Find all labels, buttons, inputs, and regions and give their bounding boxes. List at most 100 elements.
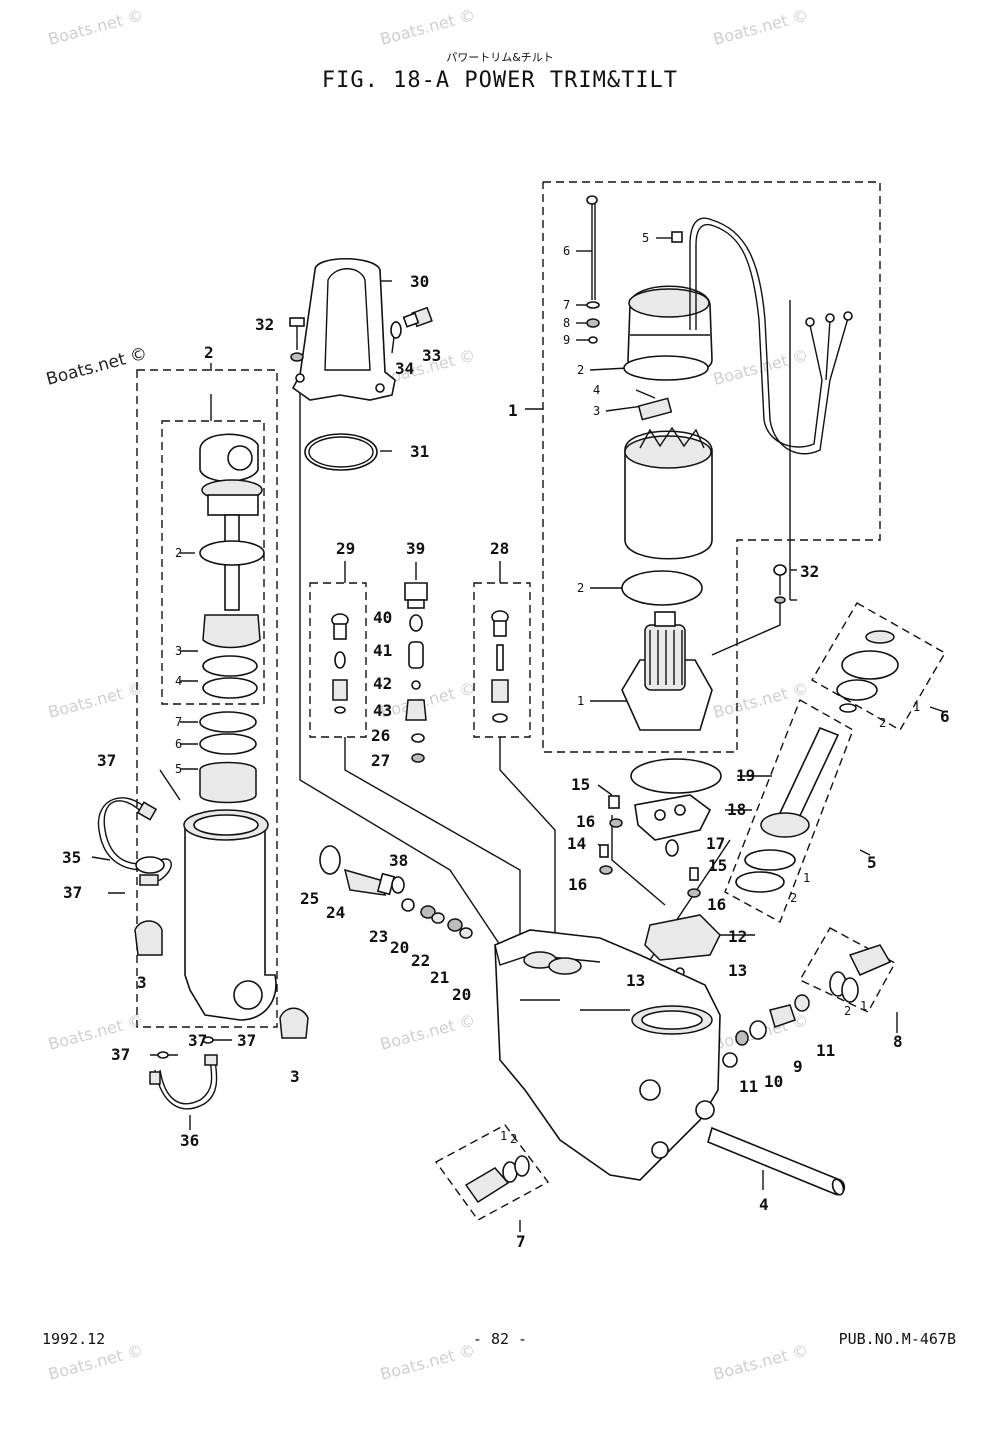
callout-label: 32 bbox=[255, 315, 274, 334]
callout-label: 4 bbox=[759, 1195, 769, 1214]
sub-callout-label: 7 bbox=[175, 715, 182, 729]
callout-label: 12 bbox=[728, 927, 747, 946]
cover-part-30 bbox=[291, 257, 396, 401]
callout-label: 14 bbox=[567, 834, 586, 853]
callout-label: 16 bbox=[576, 812, 595, 831]
cap-assembly-6 bbox=[836, 630, 899, 713]
callout-label: 11 bbox=[739, 1077, 758, 1096]
callout-label: 35 bbox=[62, 848, 81, 867]
sub-callout-label: 2 bbox=[577, 581, 584, 595]
check-valve-parts-39-43 bbox=[404, 582, 428, 763]
electric-motor-assembly bbox=[586, 195, 853, 731]
callout-label: 3 bbox=[137, 973, 147, 992]
o-ring-part-34 bbox=[390, 321, 402, 339]
sub-callout-label: 4 bbox=[593, 383, 600, 397]
callout-label: 29 bbox=[336, 539, 355, 558]
callout-label: 1 bbox=[508, 401, 518, 420]
callout-label: 11 bbox=[816, 1041, 835, 1060]
watermark: Boats.net © bbox=[46, 678, 145, 722]
callout-label: 37 bbox=[63, 883, 82, 902]
plug-assembly-7 bbox=[464, 1155, 530, 1204]
callout-label: 25 bbox=[300, 889, 319, 908]
callout-label: 24 bbox=[326, 903, 345, 922]
callout-label: 17 bbox=[706, 834, 725, 853]
sub-callout-label: 3 bbox=[593, 404, 600, 418]
valve-29-boundary bbox=[309, 582, 367, 738]
sub-callout-label: 3 bbox=[175, 644, 182, 658]
callout-label: 37 bbox=[237, 1031, 256, 1050]
manual-valve-parts bbox=[319, 845, 473, 939]
callout-label: 26 bbox=[371, 726, 390, 745]
callout-label: 9 bbox=[793, 1057, 803, 1076]
valve-28-boundary bbox=[473, 582, 531, 738]
callout-label: 13 bbox=[626, 971, 645, 990]
screw-part-32 bbox=[289, 317, 305, 362]
motor-assembly-boundary bbox=[542, 181, 881, 753]
callout-label: 21 bbox=[430, 968, 449, 987]
callout-label: 36 bbox=[180, 1131, 199, 1150]
sub-callout-label: 2 bbox=[175, 546, 182, 560]
sub-callout-label: 2 bbox=[790, 891, 797, 905]
watermark: Boats.net © bbox=[378, 1010, 477, 1054]
callout-label: 37 bbox=[188, 1031, 207, 1050]
watermark: Boats.net © bbox=[711, 5, 810, 49]
callout-label: 37 bbox=[97, 751, 116, 770]
shaft-part-4 bbox=[707, 1126, 846, 1196]
valve-8-boundary bbox=[799, 927, 896, 1013]
callout-label: 18 bbox=[727, 800, 746, 819]
callout-label: 8 bbox=[893, 1032, 903, 1051]
footer-date: 1992.12 bbox=[42, 1330, 106, 1348]
callout-label: 32 bbox=[800, 562, 819, 581]
pump-assembly bbox=[599, 758, 722, 985]
callout-labels: 2 1 3 3 4 5 6 7 8 9 10 11 11 12 13 13 14… bbox=[62, 272, 950, 1251]
sub-callout-label: 6 bbox=[563, 244, 570, 258]
sub-callout-label: 1 bbox=[860, 999, 867, 1013]
plug-part-33 bbox=[402, 306, 433, 328]
callout-label: 37 bbox=[111, 1045, 130, 1064]
callout-label: 16 bbox=[707, 895, 726, 914]
callout-label: 41 bbox=[373, 641, 392, 660]
callout-label: 7 bbox=[516, 1232, 526, 1251]
tilt-cylinder-assembly bbox=[97, 433, 309, 1110]
callout-label: 19 bbox=[736, 766, 755, 785]
sub-callout-label: 2 bbox=[577, 363, 584, 377]
sub-callout-label: 5 bbox=[642, 231, 649, 245]
callout-label: 20 bbox=[452, 985, 471, 1004]
callout-label: 10 bbox=[764, 1072, 783, 1091]
valve-assembly-29 bbox=[331, 613, 349, 714]
footer-publication-number: PUB.NO.M-467B bbox=[838, 1330, 956, 1348]
sub-callout-label: 1 bbox=[913, 700, 920, 714]
figure-title: FIG. 18-A POWER TRIM&TILT bbox=[321, 68, 679, 93]
callout-label: 40 bbox=[373, 608, 392, 627]
watermark: Boats.net © bbox=[711, 678, 810, 722]
sub-callout-label: 8 bbox=[563, 316, 570, 330]
sub-callout-label: 1 bbox=[803, 871, 810, 885]
watermark: Boats.net © bbox=[46, 1010, 145, 1054]
watermark: Boats.net © bbox=[378, 678, 477, 722]
callout-label: 27 bbox=[371, 751, 390, 770]
valve-assembly-8 bbox=[735, 944, 892, 1046]
sub-callout-label: 1 bbox=[500, 1129, 507, 1143]
valve-assembly-28 bbox=[491, 610, 509, 723]
callout-label: 6 bbox=[940, 707, 950, 726]
watermark: Boats.net © bbox=[46, 5, 145, 49]
sub-callout-label: 2 bbox=[879, 716, 886, 730]
o-ring-part-31 bbox=[304, 433, 378, 471]
callout-label: 33 bbox=[422, 346, 441, 365]
sub-callout-label: 2 bbox=[510, 1132, 517, 1146]
watermark: Boats.net © bbox=[378, 5, 477, 49]
sub-callout-label: 5 bbox=[175, 762, 182, 776]
valve-assembly-5 bbox=[735, 726, 840, 893]
sub-callout-label: 6 bbox=[175, 737, 182, 751]
callout-label: 39 bbox=[406, 539, 425, 558]
sub-callout-labels: 6 5 7 8 9 2 4 3 2 1 2 3 4 7 6 5 1 2 1 2 … bbox=[175, 231, 920, 1146]
callout-label: 2 bbox=[204, 343, 214, 362]
callout-label: 30 bbox=[410, 272, 429, 291]
footer-page-number: - 82 - bbox=[472, 1330, 528, 1348]
tilt-piston-sub-boundary bbox=[161, 420, 265, 705]
valve-5-boundary bbox=[724, 698, 854, 923]
japanese-title: パワートリム&チルト bbox=[446, 51, 554, 64]
watermark: Boats.net © bbox=[44, 344, 149, 390]
